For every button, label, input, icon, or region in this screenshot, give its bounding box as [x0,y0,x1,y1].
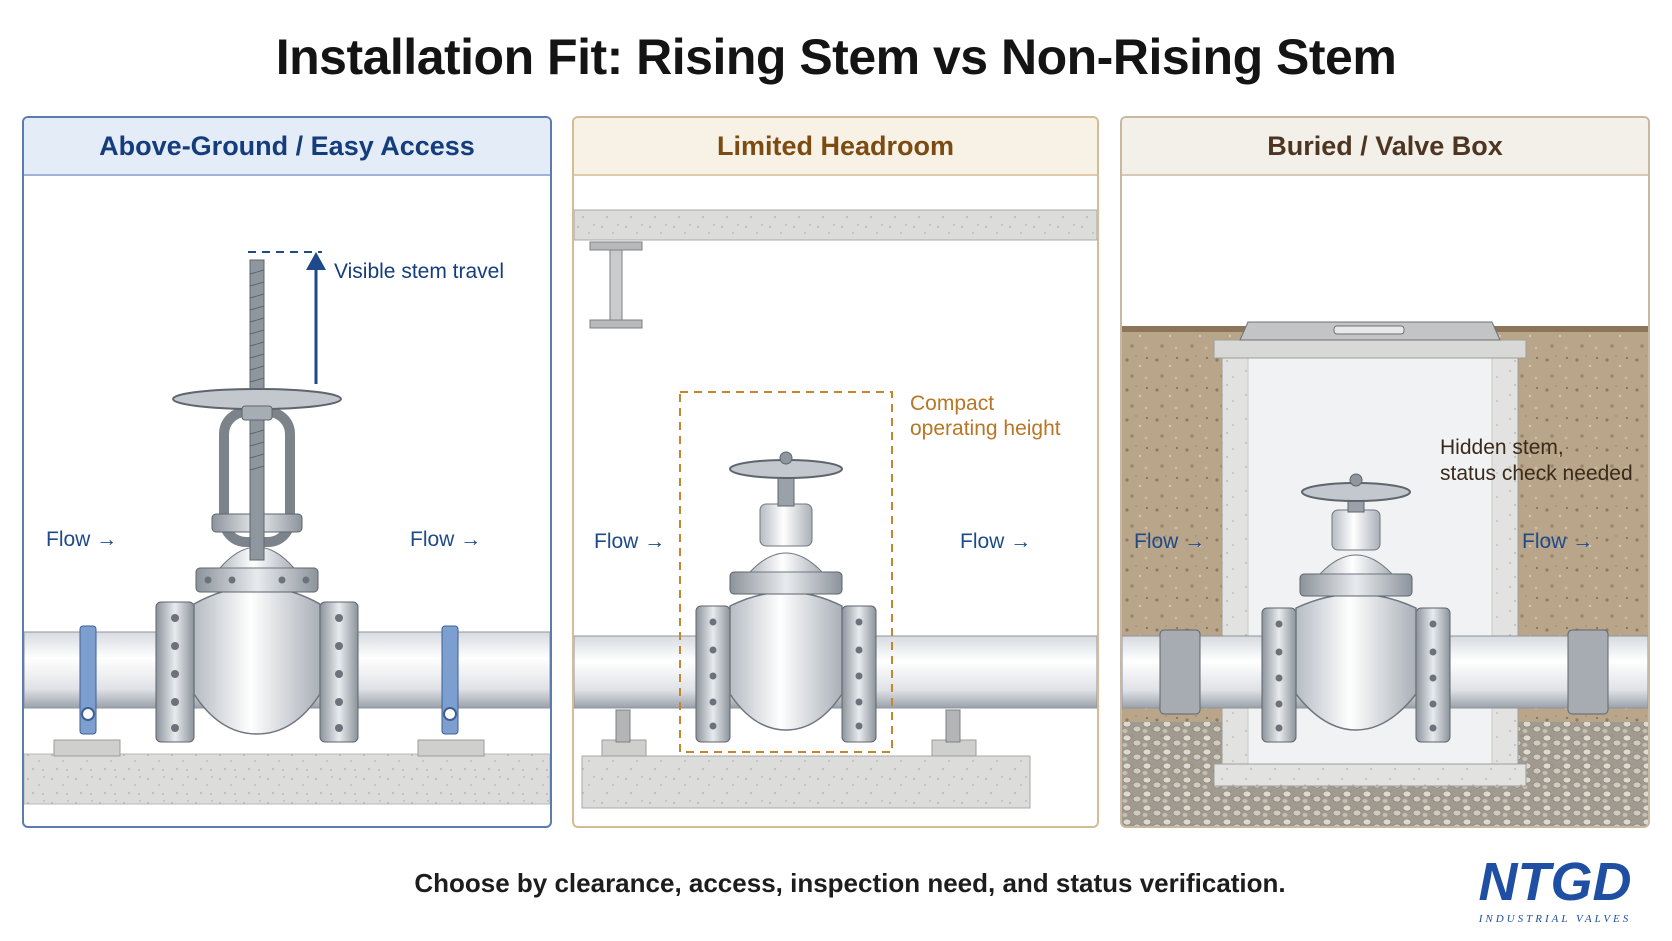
panel-heading: Buried / Valve Box [1122,118,1648,176]
logo-tagline: INDUSTRIAL VALVES [1478,913,1632,925]
valve-body [1295,593,1417,731]
panel-heading: Limited Headroom [574,118,1097,176]
stem-travel-note: Visible stem travel [334,260,505,283]
panel-buried-valve-box: Buried / Valve Box [1120,116,1650,828]
buried-scene [1122,321,1648,826]
panel-above-ground: Above-Ground / Easy Access [22,116,552,828]
flow-label-left: Flow → [1134,530,1206,553]
ceiling-slab [574,209,1097,241]
logo-name: NTGD [1479,852,1632,912]
floor-slab [581,755,1031,809]
panel-limited-headroom: Limited Headroom [572,116,1099,828]
above-ground-scene [24,251,550,805]
panel-heading: Above-Ground / Easy Access [24,118,550,176]
valve-box-wall [1221,345,1249,787]
flow-label-right: Flow → [960,530,1032,553]
hidden-stem-note-line2: status check needed [1440,462,1633,485]
limited-headroom-scene [574,209,1097,809]
compact-note-line1: Compact [910,392,995,415]
concrete-slab [24,753,550,805]
pipe-sleeve [1159,629,1201,715]
flow-label-right: Flow → [410,528,482,551]
i-beam [589,241,643,251]
pipe-clamp [79,625,97,735]
pipe-sleeve [1567,629,1609,715]
ntgd-logo: NTGD INDUSTRIAL VALVES [1478,852,1632,925]
flow-label-right: Flow → [1522,530,1594,553]
valve-box-wall [1491,345,1519,787]
valve-body [193,585,321,735]
footer-caption: Choose by clearance, access, inspection … [414,868,1286,898]
compact-note-line2: operating height [910,417,1061,440]
pipe-clamp [441,625,459,735]
compact-height-outline [679,391,893,753]
flow-label-left: Flow → [46,528,118,551]
flow-label-left: Flow → [594,530,666,553]
hidden-stem-note-line1: Hidden stem, [1440,436,1564,459]
valve-body [729,591,843,731]
page-title: Installation Fit: Rising Stem vs Non-Ris… [275,29,1397,85]
